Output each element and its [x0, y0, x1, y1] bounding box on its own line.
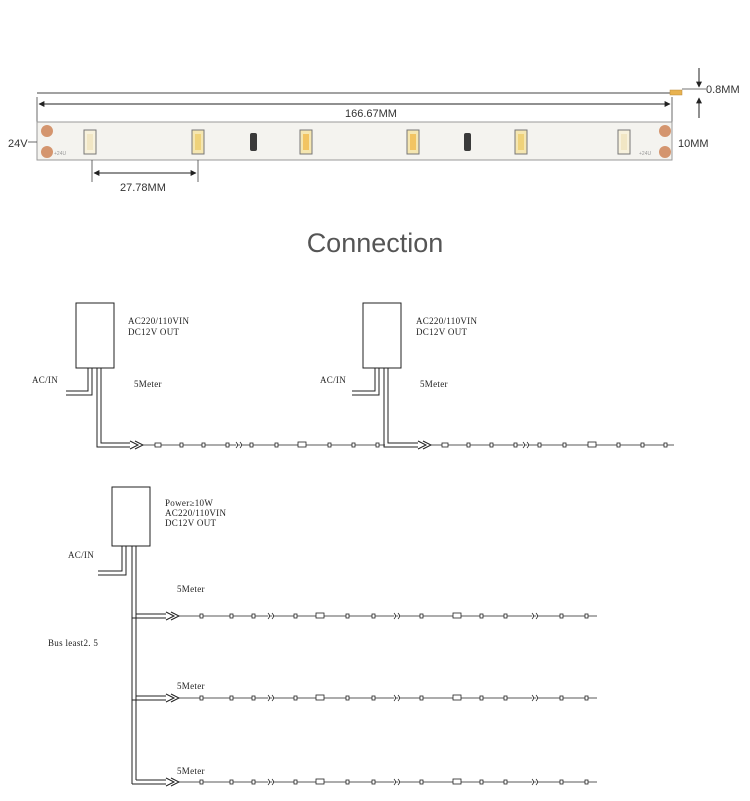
branch-2-length-label: 5Meter [177, 681, 205, 691]
branch-1-length-label: 5Meter [177, 584, 205, 594]
branch-2 [132, 693, 597, 703]
branch-3 [132, 777, 597, 787]
bus-label: Bus least2. 5 [48, 638, 98, 648]
strip-leds-2 [441, 441, 668, 449]
strip-leds-5 [199, 778, 589, 786]
power-supply-box-3 [111, 486, 151, 547]
section-title: Connection [307, 228, 444, 258]
connection-diagram-2 [352, 302, 674, 450]
strip-thickness-sliver [669, 89, 683, 96]
power-supply-box-2 [362, 302, 402, 369]
voltage-label: 24V [8, 138, 28, 150]
psu1-line1: AC220/110VIN [128, 316, 189, 326]
psu1-input-label: AC/IN [32, 375, 58, 385]
branch-3-length-label: 5Meter [177, 766, 205, 776]
psu2-line1: AC220/110VIN [416, 316, 477, 326]
width-label: 10MM [678, 138, 709, 150]
left-pad-top [41, 125, 53, 137]
strip-body [36, 121, 673, 161]
led-4 [406, 129, 420, 155]
led-1 [83, 129, 97, 155]
strip-leds-3 [199, 612, 589, 620]
strip-leds-1 [154, 441, 380, 449]
psu3-line1: AC220/110VIN [165, 508, 226, 518]
power-supply-box-1 [75, 302, 115, 369]
right-pad-top [659, 125, 671, 137]
resistor-2 [464, 133, 471, 151]
psu1-line2: DC12V OUT [128, 327, 179, 337]
psu3-line0: Power≥10W [165, 498, 213, 508]
connection-diagram-1 [66, 302, 385, 450]
psu3-line2: DC12V OUT [165, 518, 216, 528]
segment-label: 27.78MM [120, 182, 166, 194]
length-label: 166.67MM [345, 108, 397, 120]
led-3 [299, 129, 313, 155]
connection-diagram-3 [98, 486, 597, 787]
left-pad-bottom [41, 146, 53, 158]
strip-drawing: 0.8MM 166.67MM +24U +24U 24V 10MM [8, 68, 740, 194]
psu2-line2: DC12V OUT [416, 327, 467, 337]
branch-1 [132, 611, 597, 621]
strip-leds-4 [199, 694, 589, 702]
psu3-input-label: AC/IN [68, 550, 94, 560]
right-pad-label: +24U [639, 151, 651, 157]
led-2 [191, 129, 205, 155]
led-5 [514, 129, 528, 155]
right-pad-bottom [659, 146, 671, 158]
psu2-input-label: AC/IN [320, 375, 346, 385]
left-pad-label: +24U [54, 151, 66, 157]
resistor-1 [250, 133, 257, 151]
psu2-length-label: 5Meter [420, 379, 448, 389]
thickness-label: 0.8MM [706, 84, 740, 96]
led-6 [617, 129, 631, 155]
psu1-length-label: 5Meter [134, 379, 162, 389]
